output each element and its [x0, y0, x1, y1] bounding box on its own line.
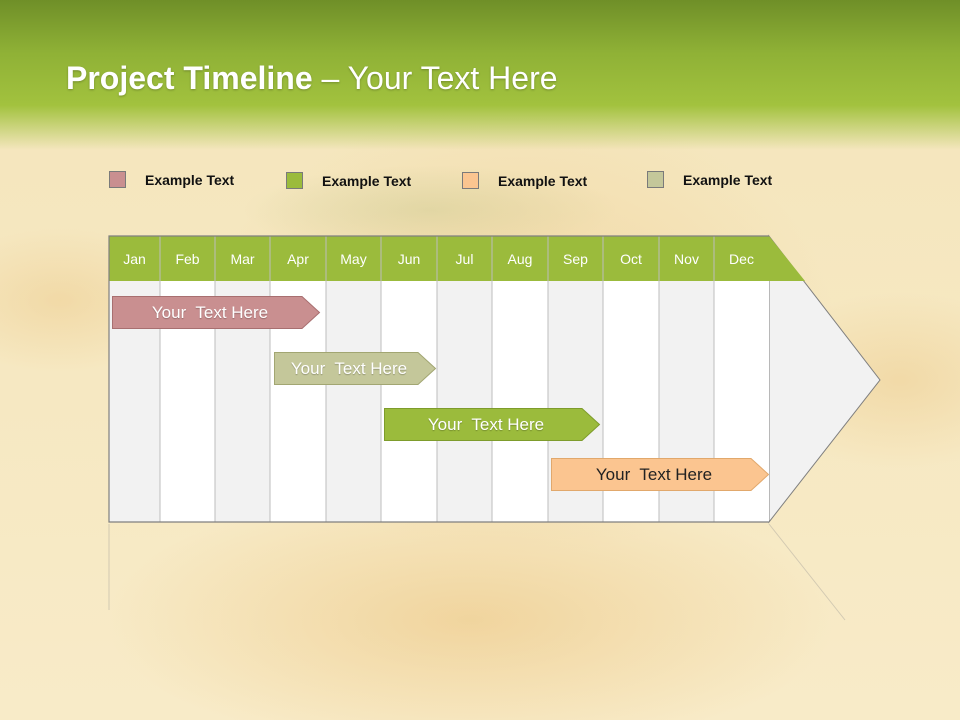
- month-column-5: [326, 281, 381, 522]
- legend-label-3: Example Text: [498, 173, 588, 189]
- title-bold: Project Timeline: [66, 60, 313, 96]
- month-label-sep: Sep: [563, 251, 588, 267]
- reflection-right: [768, 523, 846, 621]
- month-column-6: [381, 281, 437, 522]
- month-column-8: [492, 281, 548, 522]
- legend-swatch-2: [286, 172, 303, 189]
- month-label-mar: Mar: [230, 251, 254, 267]
- task-arrow-shape-2: [274, 352, 437, 385]
- header-band: [0, 0, 960, 150]
- task-label-2: Your Text Here: [290, 359, 408, 378]
- page-title: Project Timeline – Your Text Here: [66, 60, 558, 97]
- task-arrow-shape-4: [551, 458, 770, 491]
- legend-label-1: Example Text: [145, 172, 235, 188]
- month-label-aug: Aug: [508, 251, 533, 267]
- title-normal: – Your Text Here: [312, 60, 558, 96]
- legend-swatch-3: [462, 172, 479, 189]
- task-arrow-shape-3: [384, 408, 601, 441]
- month-label-feb: Feb: [175, 251, 199, 267]
- month-label-jan: Jan: [123, 251, 146, 267]
- task-arrow-4: Your Text Here: [551, 458, 770, 491]
- task-label-3: Your Text Here: [427, 415, 545, 434]
- month-label-dec: Dec: [729, 251, 754, 267]
- header-arrow-tip: [769, 236, 805, 281]
- month-label-apr: Apr: [287, 251, 309, 267]
- grid-border: [108, 235, 769, 523]
- task-arrow-1: Your Text Here: [112, 296, 321, 329]
- task-label-4: Your Text Here: [595, 465, 713, 484]
- month-label-may: May: [340, 251, 366, 267]
- legend-swatch-1: [109, 171, 126, 188]
- task-arrow-2: Your Text Here: [274, 352, 437, 385]
- month-label-jul: Jul: [456, 251, 474, 267]
- task-arrow-3: Your Text Here: [384, 408, 601, 441]
- month-header-band: [109, 236, 769, 281]
- month-label-oct: Oct: [620, 251, 642, 267]
- legend-swatch-4: [647, 171, 664, 188]
- month-column-7: [437, 281, 492, 522]
- month-label-nov: Nov: [674, 251, 699, 267]
- month-label-jun: Jun: [398, 251, 421, 267]
- task-arrow-shape-1: [112, 296, 321, 329]
- legend-label-2: Example Text: [322, 173, 412, 189]
- legend-label-4: Example Text: [683, 172, 773, 188]
- task-label-1: Your Text Here: [151, 303, 269, 322]
